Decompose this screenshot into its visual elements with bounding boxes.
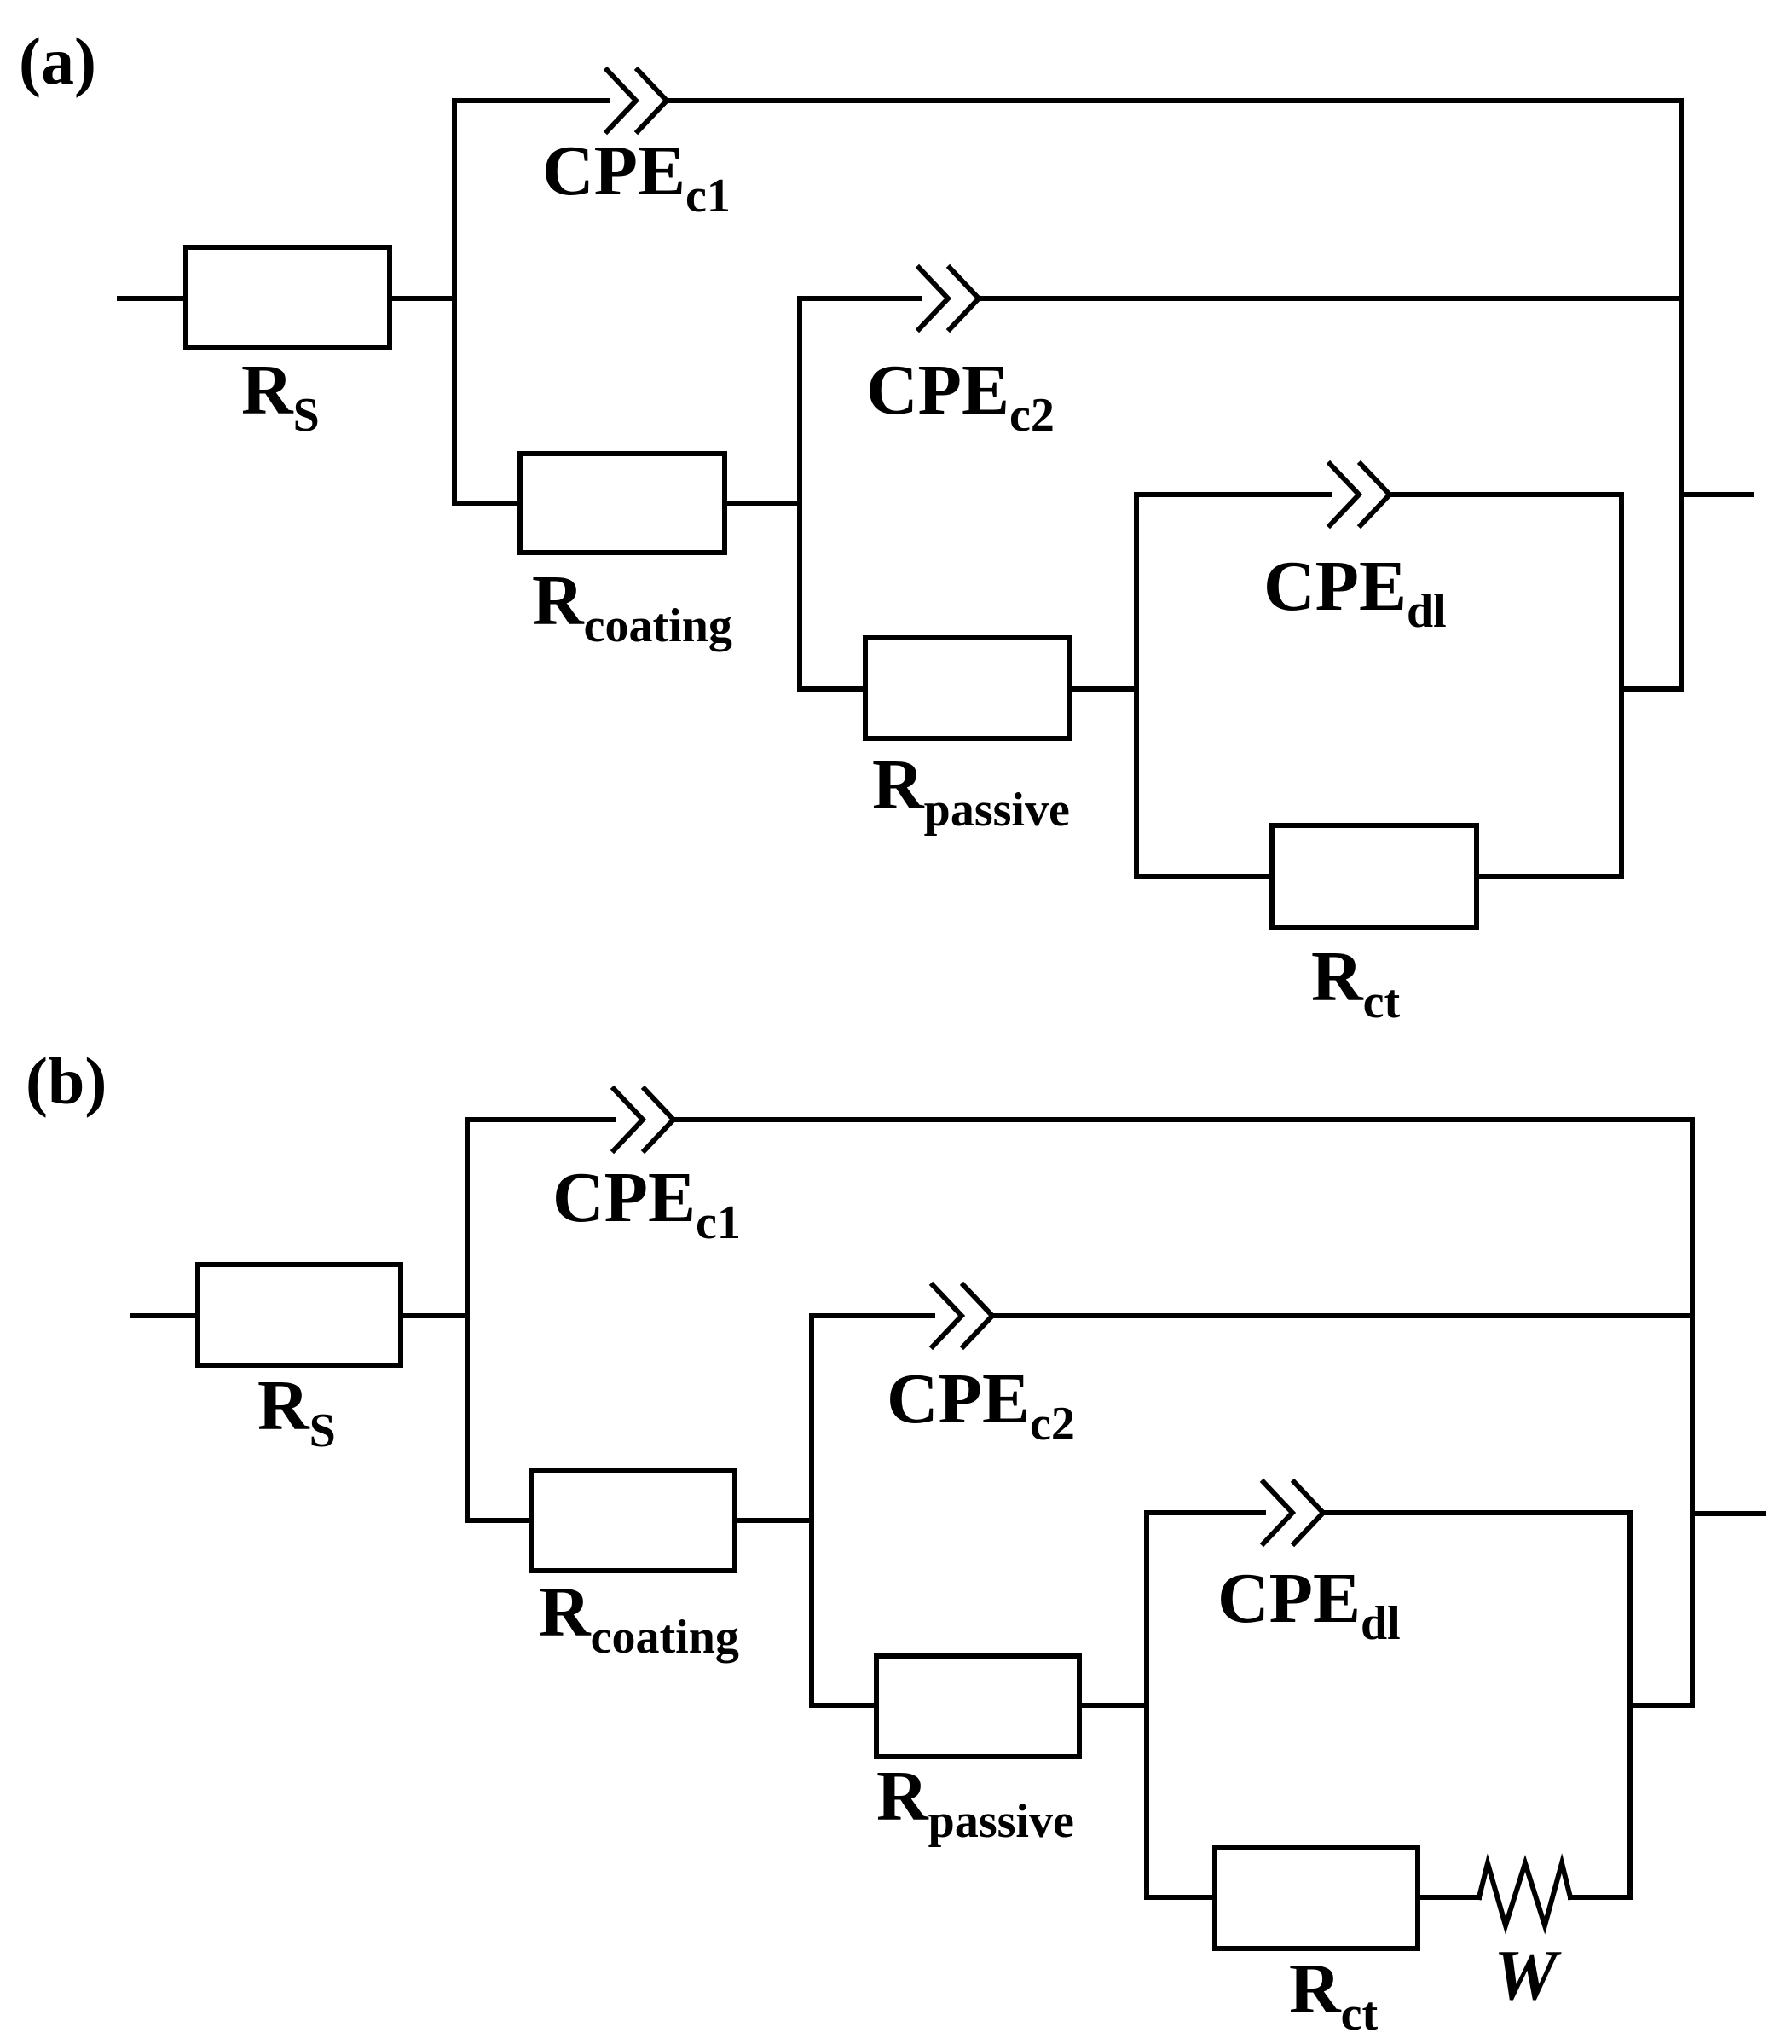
label-rs: RS (257, 1366, 336, 1457)
label-cpec1: CPEc1 (552, 1158, 741, 1249)
cpe-dl-symbol (1326, 460, 1394, 530)
label-warburg: W (1494, 1936, 1562, 2015)
cpe-c1-symbol (610, 1085, 678, 1155)
panel-a-label: (a) (19, 24, 96, 98)
label-rcoating: Rcoating (532, 561, 732, 652)
resistor-rcoating (529, 1468, 737, 1573)
label-rct: Rct (1311, 937, 1401, 1028)
label-cpec1: CPEc1 (542, 131, 731, 223)
resistor-rpassive (874, 1653, 1082, 1759)
label-rpassive: Rpassive (872, 745, 1070, 837)
circuit-panel-b: (b) RS (26, 1044, 1766, 2041)
label-rcoating: Rcoating (539, 1572, 739, 1664)
cpe-c2-symbol (915, 263, 983, 333)
cpe-c1-symbol (603, 66, 671, 136)
resistor-rpassive (863, 635, 1072, 741)
resistor-rcoating (517, 451, 727, 555)
circuit-a-wires (117, 98, 1754, 879)
label-cpec2: CPEc2 (887, 1359, 1075, 1450)
cpe-c2-symbol (928, 1281, 997, 1351)
label-cpedl: CPEdl (1263, 547, 1447, 638)
warburg-w-symbol (1476, 1853, 1574, 1935)
resistor-rct (1212, 1845, 1420, 1951)
panel-b-label: (b) (26, 1044, 107, 1118)
cpe-dl-symbol (1259, 1478, 1327, 1548)
resistor-rs (195, 1262, 403, 1368)
label-rs: RS (241, 350, 320, 442)
circuit-panel-a: (a) RS CPEc1 C (19, 24, 1754, 1028)
label-cpedl: CPEdl (1217, 1559, 1401, 1650)
label-rct: Rct (1289, 1949, 1379, 2041)
resistor-rs (183, 245, 392, 350)
label-cpec2: CPEc2 (866, 350, 1055, 442)
label-rpassive: Rpassive (876, 1757, 1074, 1848)
circuit-b-wires (130, 1117, 1766, 1900)
resistor-rct (1269, 823, 1479, 930)
